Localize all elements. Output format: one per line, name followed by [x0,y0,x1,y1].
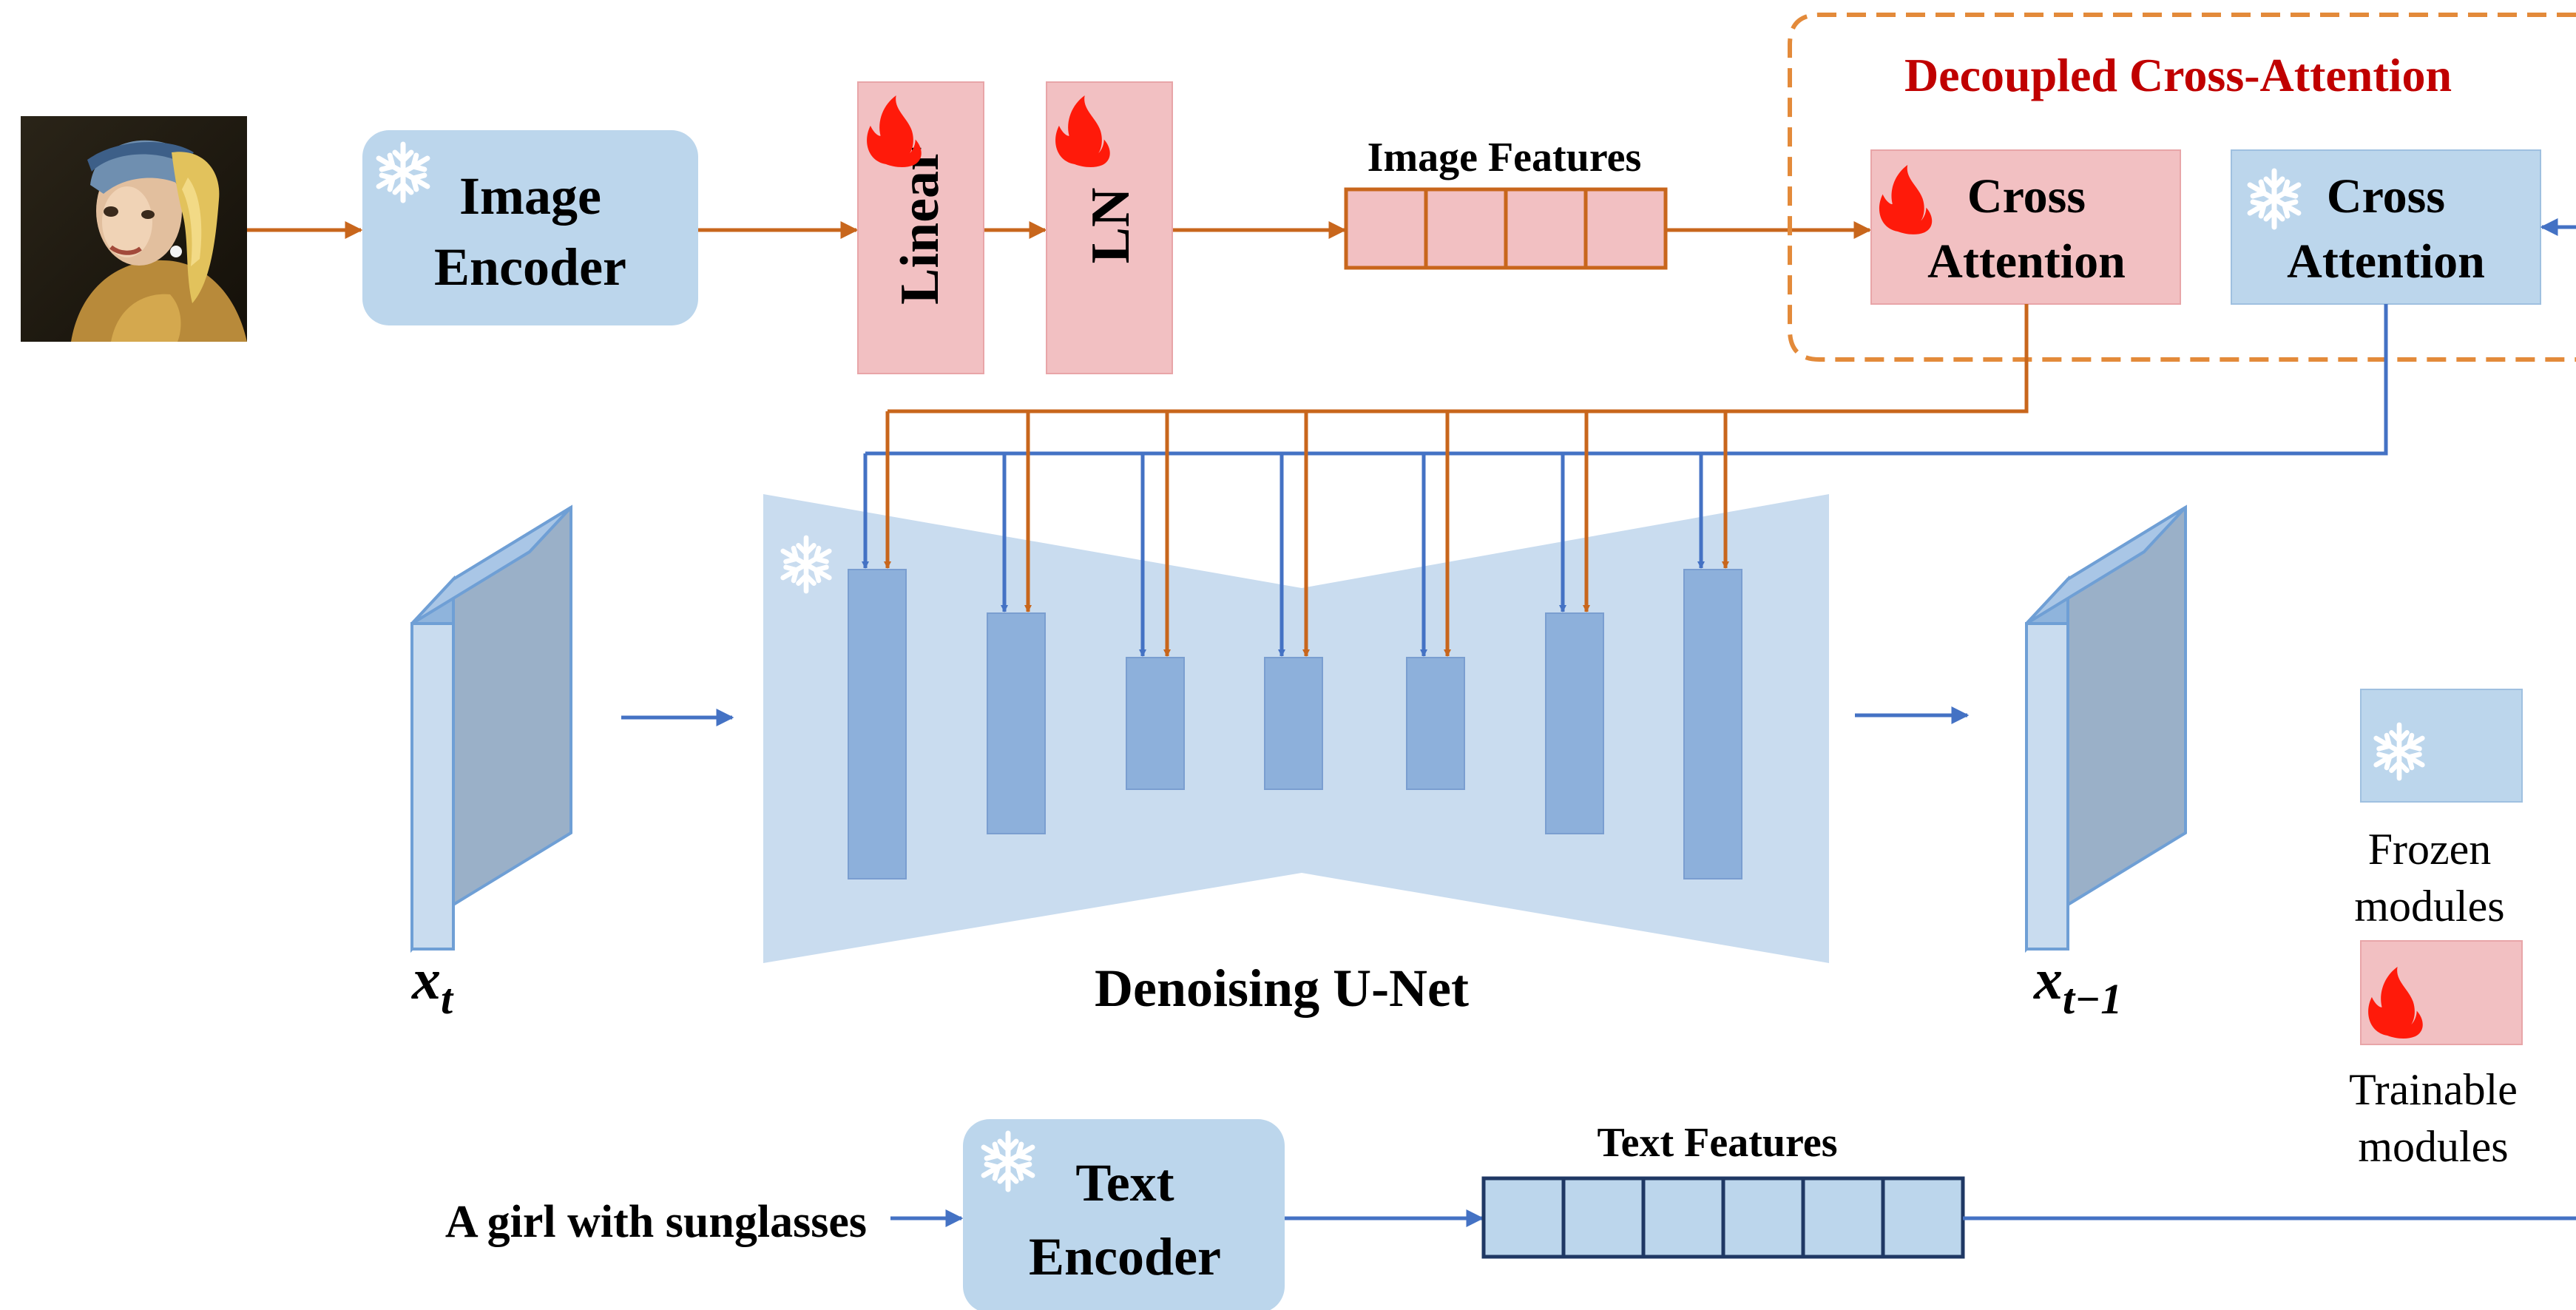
unet-block [848,569,907,879]
unet-block [1264,657,1323,790]
legend-frozen-label-1: Frozen [2368,825,2492,874]
orange-routing [884,304,2029,657]
decoupled-cross-attention: Decoupled Cross-Attention Cross Attentio… [1788,13,2576,362]
unet-block [1126,657,1185,790]
unet-label: Denoising U-Net [1095,959,1469,1018]
unet-block [1406,657,1465,790]
text-features-label: Text Features [1597,1120,1837,1166]
denoising-unet: Denoising U-Net [763,494,1829,1018]
legend-trainable-label-1: Trainable [2349,1065,2518,1114]
linear-label: Linear [890,146,950,305]
ln-label: LN [1081,188,1141,264]
text-encoder-label-1: Text [1075,1153,1174,1212]
cross-attention-trainable-label-2: Attention [1927,234,2126,288]
text-features: Text Features [1481,1120,1965,1259]
cross-attention-frozen: Cross Attention [2231,149,2541,305]
legend-frozen-label-2: modules [2354,882,2504,931]
latent-xt: xt [410,504,572,1023]
xt-label: xt [411,947,454,1023]
text-prompt: A girl with sunglasses [445,1197,867,1247]
legend-trainable-label-2: modules [2358,1122,2508,1171]
unet-block [1683,569,1742,879]
cross-attention-trainable: Cross Attention [1870,149,2181,305]
text-encoder-block: Text Encoder [963,1119,1285,1310]
cross-attention-trainable-label-1: Cross [1967,169,2086,223]
linear-block: Linear [857,81,984,374]
cross-attention-frozen-label-2: Attention [2287,234,2485,288]
xt-1-label: xt−1 [2033,947,2122,1023]
unet-block [987,612,1046,834]
latent-xt-1: xt−1 [2025,504,2187,1023]
unet-blocks [848,569,1742,879]
unet-block [1545,612,1604,834]
ln-block: LN [1046,81,1173,374]
decoupled-title: Decoupled Cross-Attention [1904,49,2452,101]
image-encoder-block: Image Encoder [362,130,698,325]
image-features: Image Features [1344,135,1668,270]
cross-attention-frozen-label-1: Cross [2327,169,2445,223]
text-encoder-label-2: Encoder [1029,1227,1221,1286]
input-image [21,116,247,342]
image-features-label: Image Features [1368,135,1642,180]
image-encoder-label-2: Encoder [434,237,626,297]
legend: Frozen modules Trainable modules [2349,689,2523,1171]
image-encoder-label-1: Image [459,166,601,226]
blue-routing [862,304,2388,657]
